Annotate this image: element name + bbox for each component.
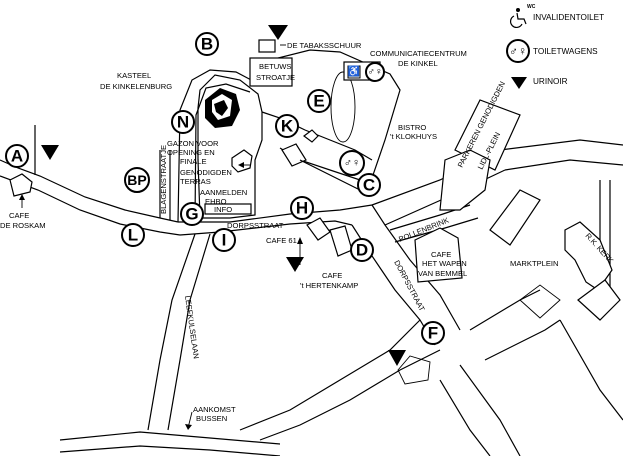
label-communicatie-2: DE KINKEL — [398, 59, 438, 68]
urinoir-icon — [511, 77, 527, 89]
marker-A[interactable]: A — [5, 144, 29, 168]
label-aankomst-1: AANKOMST — [193, 405, 236, 414]
label-info: INFO — [214, 205, 232, 214]
svg-text:L: L — [128, 226, 138, 245]
svg-text:♂♀: ♂♀ — [344, 157, 361, 169]
marker-H[interactable]: H — [290, 196, 314, 220]
location-markers: A B BP C D E F G H I K L N — [5, 32, 445, 345]
castle-building — [205, 88, 240, 128]
marker-L[interactable]: L — [121, 223, 145, 247]
svg-text:♿: ♿ — [348, 65, 360, 78]
label-gazon-2: OPENING EN — [167, 148, 215, 157]
castle-grounds — [197, 74, 263, 219]
toiletwagens-icon: ♂♀ — [365, 62, 385, 82]
label-bistro-2: 't KLOKHUYS — [390, 132, 437, 141]
urinoir-markers — [41, 25, 406, 366]
label-cafe61: CAFE 61 — [266, 236, 297, 245]
urinoir-icon — [41, 145, 59, 160]
label-cafe-roskam-1: CAFE — [9, 211, 29, 220]
svg-text:BP: BP — [127, 172, 146, 188]
svg-text:D: D — [356, 241, 368, 260]
urinoir-icon — [286, 257, 304, 272]
label-cafe-roskam-2: DE ROSKAM — [0, 221, 46, 230]
label-tabaksschuur: DE TABAKSSCHUUR — [287, 41, 362, 50]
legend-urinoir: URINOIR — [511, 77, 568, 89]
label-kasteel-1: KASTEEL — [117, 71, 151, 80]
svg-text:K: K — [281, 117, 294, 136]
label-cafe-wapen-2: HET WAPEN — [422, 259, 467, 268]
urinoir-icon — [388, 350, 406, 366]
label-gazon-1: GAZON VOOR — [167, 139, 219, 148]
marker-K[interactable]: K — [275, 114, 299, 138]
label-communicatie-1: COMMUNICATIECENTRUM — [370, 49, 467, 58]
toilet-icons-map: ♂♀ ♂♀ ♿ — [339, 62, 385, 176]
label-marktplein: MARKTPLEIN — [510, 259, 559, 268]
legend-toiletwagens: ♂♀ TOILETWAGENS — [506, 39, 598, 63]
marker-F[interactable]: F — [421, 321, 445, 345]
svg-text:I: I — [222, 231, 227, 250]
svg-text:G: G — [185, 205, 198, 224]
urinoir-icon — [268, 25, 288, 40]
svg-text:N: N — [177, 113, 189, 132]
svg-text:A: A — [11, 147, 23, 166]
marker-D[interactable]: D — [350, 238, 374, 262]
label-ehbo: EHBO — [205, 197, 227, 206]
label-bistro-1: BISTRO — [398, 123, 426, 132]
legend-urinoir-label: URINOIR — [533, 77, 568, 86]
label-cafe-wapen-3: VAN BEMMEL — [418, 269, 467, 278]
svg-text:♂♀: ♂♀ — [509, 44, 527, 58]
label-blagenstraatje: BLAGENSTRAATJE — [159, 145, 168, 214]
label-cafe-wapen-1: CAFE — [431, 250, 451, 259]
wheelchair-icon — [510, 8, 527, 28]
label-cafe-hertenkamp-2: 't HERTENKAMP — [300, 281, 358, 290]
marker-C[interactable]: C — [357, 173, 381, 197]
marker-B[interactable]: B — [195, 32, 219, 56]
svg-text:C: C — [363, 176, 375, 195]
label-kasteel-2: DE KINKELENBURG — [100, 82, 172, 91]
legend-invalidentoilet: WC INVALIDENTOILET — [510, 4, 604, 28]
wc-badge: WC — [527, 4, 536, 10]
marker-N[interactable]: N — [171, 110, 195, 134]
svg-text:♂♀: ♂♀ — [368, 67, 383, 78]
legend-toiletwagens-label: TOILETWAGENS — [533, 47, 598, 56]
cafe-roskam-building — [9, 173, 33, 208]
legend: WC INVALIDENTOILET ♂♀ TOILETWAGENS URINO… — [506, 4, 604, 89]
svg-text:B: B — [201, 35, 213, 54]
label-gazon-3: FINALE — [180, 157, 207, 166]
svg-text:H: H — [296, 199, 308, 218]
right-blocks — [306, 99, 621, 385]
label-cafe-hertenkamp-1: CAFE — [322, 271, 342, 280]
label-betuws-2: STROATJE — [256, 73, 295, 82]
label-genodigden-1: GENODIGDEN — [180, 168, 232, 177]
svg-text:E: E — [313, 92, 324, 111]
marker-E[interactable]: E — [307, 89, 331, 113]
label-aanmelden: AANMELDEN — [200, 188, 247, 197]
marker-G[interactable]: G — [180, 202, 204, 226]
marker-BP[interactable]: BP — [124, 167, 150, 193]
toiletwagens-icon: ♂♀ — [339, 150, 365, 176]
label-genodigden-2: TERRAS — [180, 177, 211, 186]
toiletwagens-icon — [506, 39, 530, 63]
legend-invalidentoilet-label: INVALIDENTOILET — [533, 13, 604, 22]
label-dorpsstraat-1: DORPSSTRAAT — [227, 221, 284, 230]
marker-I[interactable]: I — [212, 228, 236, 252]
label-betuws-1: BETUWS — [259, 62, 292, 71]
label-aankomst-2: BUSSEN — [196, 414, 227, 423]
svg-text:F: F — [428, 324, 438, 343]
invalidentoilet-icon: ♿ — [347, 65, 361, 79]
